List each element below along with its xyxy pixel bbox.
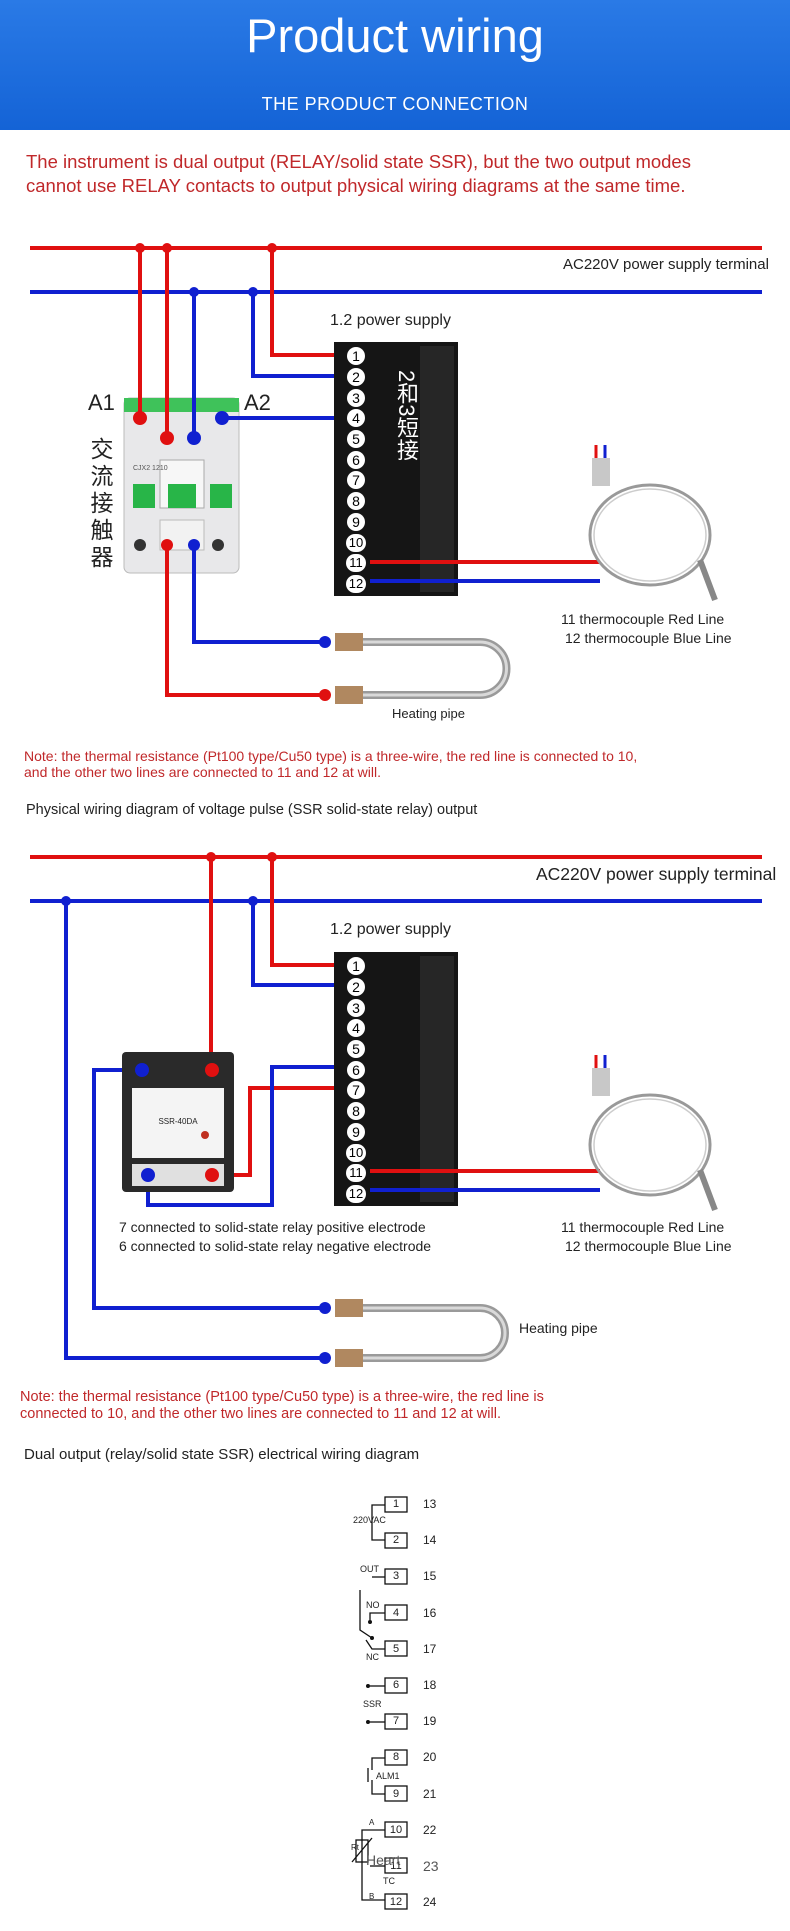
ac-power-label-2: AC220V power supply terminal: [536, 864, 777, 884]
label-out: OUT: [360, 1564, 379, 1574]
schematic-number-19: 19: [423, 1714, 437, 1729]
schematic-terminal-5: 5: [392, 1642, 400, 1655]
note-2-line-2: connected to 10, and the other two lines…: [20, 1406, 501, 1422]
contactor-chinese-label: 交 流 接 触 器: [90, 436, 114, 570]
terminal-1-6: 6: [347, 450, 365, 469]
schematic-number-14: 14: [423, 1533, 437, 1548]
schematic-terminal-3: 3: [392, 1570, 400, 1583]
terminal-1-2: 2: [347, 368, 365, 387]
label-220vac: 220VAC: [353, 1515, 386, 1525]
terminal-1-9: 9: [347, 512, 365, 531]
note-2-line-1: Note: the thermal resistance (Pt100 type…: [20, 1389, 544, 1405]
ssr-section-title: Physical wiring diagram of voltage pulse…: [26, 802, 478, 818]
thermo-blue-label-1: 12 thermocouple Blue Line: [565, 630, 732, 646]
label-alm1: ALM1: [376, 1771, 400, 1781]
label-ssr: SSR: [363, 1699, 382, 1709]
schematic-terminal-2: 2: [392, 1534, 400, 1547]
heating-pipe-label-2: Heating pipe: [519, 1320, 598, 1336]
terminal-1-4: 4: [347, 409, 365, 428]
thermo-blue-label-2: 12 thermocouple Blue Line: [565, 1238, 732, 1254]
schematic-terminal-10: 10: [389, 1823, 403, 1836]
label-heart: Heart: [366, 1852, 401, 1868]
solid-state-relay: SSR-40DA: [122, 1052, 234, 1192]
schematic-number-column: 13 14 15 16 17 18 19 20 21 22 23 24: [423, 1497, 453, 1931]
terminal-1-5: 5: [347, 430, 365, 449]
ssr-positive-label: 7 connected to solid-state relay positiv…: [119, 1219, 426, 1235]
page-title: Product wiring: [246, 9, 544, 62]
label-no: NO: [366, 1600, 380, 1610]
label-rt: Rt: [351, 1843, 359, 1852]
ssr-model: SSR-40DA: [158, 1117, 198, 1126]
schematic-number-17: 17: [423, 1641, 437, 1656]
ssr-negative-label: 6 connected to solid-state relay negativ…: [119, 1238, 432, 1254]
contactor-a1-label: A1: [88, 390, 115, 415]
schematic-terminal-11: 11: [390, 1859, 402, 1872]
terminal-column-2: 1 2 3 4 5 6 7 8 9 10 11 12: [344, 956, 368, 1204]
terminal-1-12: 12: [346, 574, 366, 593]
thermocouple-1: [588, 445, 718, 602]
schematic-number-23: 23: [423, 1857, 439, 1874]
terminal-1-1: 1: [347, 347, 365, 366]
intro-line-2: cannot use RELAY contacts to output phys…: [26, 175, 686, 196]
note-1-line-2: and the other two lines are connected to…: [24, 764, 381, 780]
intro-line-1: The instrument is dual output (RELAY/sol…: [26, 151, 691, 172]
contactor-model: CJX2 1210: [133, 465, 168, 472]
heating-pipe-1: [335, 633, 511, 704]
schematic-number-24: 24: [423, 1895, 437, 1910]
label-nc: NC: [366, 1652, 379, 1662]
ac-power-label-1: AC220V power supply terminal: [563, 256, 769, 273]
schematic-terminal-column: 1 2 3 4 5 6 7 8 9 10 11 12: [385, 1497, 407, 1931]
terminal-1-7: 7: [347, 471, 365, 490]
schematic-number-16: 16: [423, 1605, 437, 1620]
terminal-2-1: 1: [347, 957, 365, 976]
contactor: CJX2 1210: [123, 397, 240, 574]
schematic-terminal-4: 4: [392, 1606, 400, 1619]
terminal-1-11: 11: [346, 554, 366, 573]
terminal-2-12: 12: [346, 1184, 366, 1203]
contactor-a2-label: A2: [244, 390, 271, 415]
terminal-1-3: 3: [347, 388, 365, 407]
schematic-number-15: 15: [423, 1569, 437, 1584]
schematic-number-18: 18: [423, 1677, 437, 1692]
schematic-number-20: 20: [423, 1750, 437, 1765]
terminal-2-10: 10: [346, 1143, 366, 1162]
terminal-2-4: 4: [347, 1019, 365, 1038]
header-banner: Product wiring THE PRODUCT CONNECTION: [0, 0, 790, 130]
label-a: A: [369, 1818, 375, 1827]
terminal-column-1: 1 2 3 4 5 6 7 8 9 10 11 12: [344, 346, 368, 594]
schematic-terminal-12: 12: [389, 1896, 403, 1909]
heating-pipe-label-1: Heating pipe: [392, 706, 465, 721]
terminal-1-10: 10: [346, 533, 366, 552]
terminal-2-9: 9: [347, 1122, 365, 1141]
note-1-line-1: Note: the thermal resistance (Pt100 type…: [24, 748, 638, 764]
power-supply-label-1: 1.2 power supply: [330, 312, 451, 329]
schematic-terminal-8: 8: [392, 1751, 400, 1764]
dual-output-title: Dual output (relay/solid state SSR) elec…: [24, 1446, 420, 1463]
terminal-2-2: 2: [347, 978, 365, 997]
terminal-2-7: 7: [347, 1081, 365, 1100]
page-subtitle: THE PRODUCT CONNECTION: [261, 94, 529, 114]
schematic-terminal-9: 9: [392, 1787, 400, 1800]
power-supply-label-2: 1.2 power supply: [330, 921, 451, 938]
thermocouple-2: [588, 1055, 718, 1212]
terminal-2-8: 8: [347, 1102, 365, 1121]
terminal-2-5: 5: [347, 1040, 365, 1059]
schematic-number-13: 13: [423, 1497, 437, 1511]
terminal-1-8: 8: [347, 492, 365, 511]
terminal-2-6: 6: [347, 1060, 365, 1079]
terminal-2-11: 11: [346, 1164, 366, 1183]
schematic-number-22: 22: [423, 1822, 437, 1837]
terminal-2-3: 3: [347, 998, 365, 1017]
thermo-red-label-1: 11 thermocouple Red Line: [561, 611, 725, 627]
schematic-terminal-1: 1: [392, 1498, 400, 1510]
jumper-2-3-label: 2和3短接: [394, 370, 419, 461]
heating-pipe-2: [335, 1299, 509, 1367]
schematic-number-21: 21: [423, 1786, 437, 1801]
label-tc: TC: [383, 1876, 395, 1886]
schematic-terminal-7: 7: [392, 1715, 400, 1728]
label-b: B: [369, 1892, 375, 1901]
schematic-terminal-6: 6: [392, 1678, 400, 1691]
thermo-red-label-2: 11 thermocouple Red Line: [561, 1219, 725, 1235]
